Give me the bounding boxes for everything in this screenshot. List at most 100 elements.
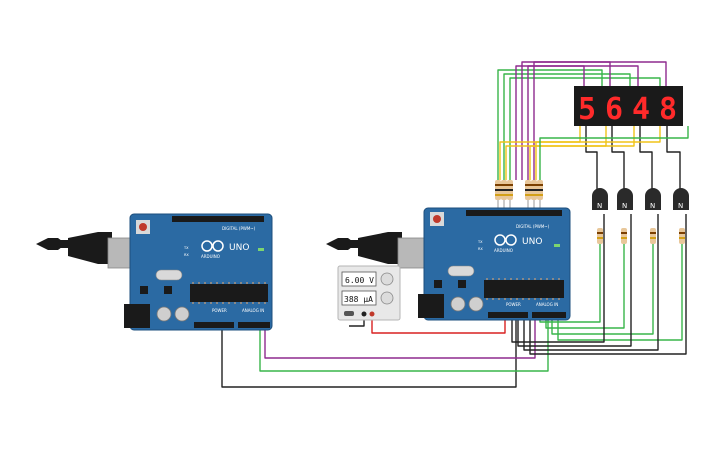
wire-yellow-seg2[interactable] [505,126,607,180]
digit-value: 5 [578,92,596,127]
analog-label: ANALOG IN [242,308,264,313]
digital-label: DIGITAL (PWM~) [516,224,550,229]
seven-segment-digit-3[interactable]: 4 [628,86,655,127]
arduino-uno-right[interactable]: DIGITAL (PWM~) ARDUINO UNO TX RX POWER A… [326,207,571,321]
current-readout: 388 µA [344,295,373,304]
power-label: POWER [212,308,227,313]
atmega-chip [190,284,268,302]
npn-transistor[interactable]: N [592,188,608,210]
tx-label: TX [183,246,189,250]
digital-header[interactable] [172,216,264,222]
crystal [155,269,183,281]
on-led [554,244,560,247]
resistor[interactable] [679,228,685,244]
usb-cable-right[interactable] [326,232,433,269]
wire-black-d2[interactable] [611,126,625,192]
wire-red-supply[interactable] [371,316,506,334]
npn-transistor[interactable]: N [645,188,661,210]
npn-transistor[interactable]: N [673,188,689,210]
tx-label: TX [477,240,483,244]
power-header[interactable] [488,312,528,318]
wire-green-link[interactable] [259,318,549,372]
current-display [341,290,377,306]
resistor[interactable] [495,180,501,200]
terminal-positive[interactable] [369,311,375,317]
wire-green-seg2[interactable] [503,73,631,180]
wire-black-d1[interactable] [585,126,598,192]
atmega-chip [484,280,564,298]
seven-segment-digit-1[interactable]: 5 [574,86,601,127]
digit-value: 8 [659,92,677,127]
resistors [495,180,685,244]
terminal-negative[interactable] [361,311,367,317]
npn-transistor[interactable]: N [617,188,633,210]
wire-yellow-seg4[interactable] [535,126,661,180]
arduino-brand: ARDUINO [494,248,513,253]
wire-green-seg4[interactable] [539,126,689,180]
analog-header[interactable] [238,322,270,328]
on-led [258,248,264,251]
crystal [447,265,475,277]
digit-value: 4 [632,92,650,127]
wire-black-t-gnd[interactable] [511,214,605,343]
wire-black-t-gnd4[interactable] [529,214,687,355]
wire-green-t3[interactable] [551,244,654,335]
power-header[interactable] [194,322,234,328]
rx-label: RX [184,253,189,257]
transistor-label: N [622,202,627,210]
wire-green-t2[interactable] [545,244,625,329]
resistor[interactable] [501,180,507,200]
wire-purple-link[interactable] [264,318,536,359]
arduino-brand: ARDUINO [201,254,220,259]
power-jack[interactable] [124,304,150,328]
resistor[interactable] [525,180,531,200]
wire-black-link[interactable] [221,318,517,388]
transistor-label: N [650,202,655,210]
resistor[interactable] [621,228,627,244]
arduino-model: UNO [522,237,542,247]
transistor-label: N [597,202,602,210]
wire-green-t4[interactable] [557,244,683,341]
transistors: N N N N [592,188,689,210]
usb-cable-left[interactable] [36,232,143,269]
analog-label: ANALOG IN [536,302,558,307]
digital-label: DIGITAL (PWM~) [222,226,256,231]
arduino-logo: ARDUINO UNO [201,240,249,259]
wire-black-d4[interactable] [666,126,681,192]
arduino-logo: ARDUINO UNO [494,234,542,253]
digital-header[interactable] [466,210,562,216]
resistor[interactable] [650,228,656,244]
voltage-display [341,271,377,287]
wire-yellow-seg3[interactable] [529,126,635,180]
seven-segment-displays: 5 6 4 8 [574,86,683,127]
voltage-readout: 6.00 V [345,276,374,285]
power-label: POWER [506,302,521,307]
wires [221,61,689,388]
wire-purple-seg4[interactable] [533,61,667,180]
seven-segment-digit-4[interactable]: 8 [655,86,683,127]
wire-black-d3[interactable] [639,126,653,192]
resistor[interactable] [597,228,603,244]
resistor[interactable] [537,180,543,200]
wire-black-t-gnd2[interactable] [517,214,632,347]
wire-purple-seg1[interactable] [515,65,585,180]
power-switch[interactable] [344,311,354,316]
resistor[interactable] [531,180,537,200]
resistor[interactable] [507,180,513,200]
current-knob[interactable] [380,291,394,305]
wire-black-t-gnd3[interactable] [523,214,659,351]
arduino-uno-left[interactable]: DIGITAL (PWM~) ARDUINO UNO TX RX POWER A… [36,213,273,331]
seven-segment-digit-2[interactable]: 6 [601,86,628,127]
rx-label: RX [478,247,483,251]
capacitor [174,306,190,322]
transistor-label: N [678,202,683,210]
capacitor [468,296,484,312]
power-jack[interactable] [418,294,444,318]
analog-header[interactable] [532,312,566,318]
voltage-knob[interactable] [380,272,394,286]
power-supply[interactable]: 6.00 V 388 µA [337,265,401,321]
wire-purple-seg3[interactable] [527,65,639,180]
digit-value: 6 [605,92,623,127]
capacitor [156,306,172,322]
wire-green-seg3[interactable] [509,77,661,180]
